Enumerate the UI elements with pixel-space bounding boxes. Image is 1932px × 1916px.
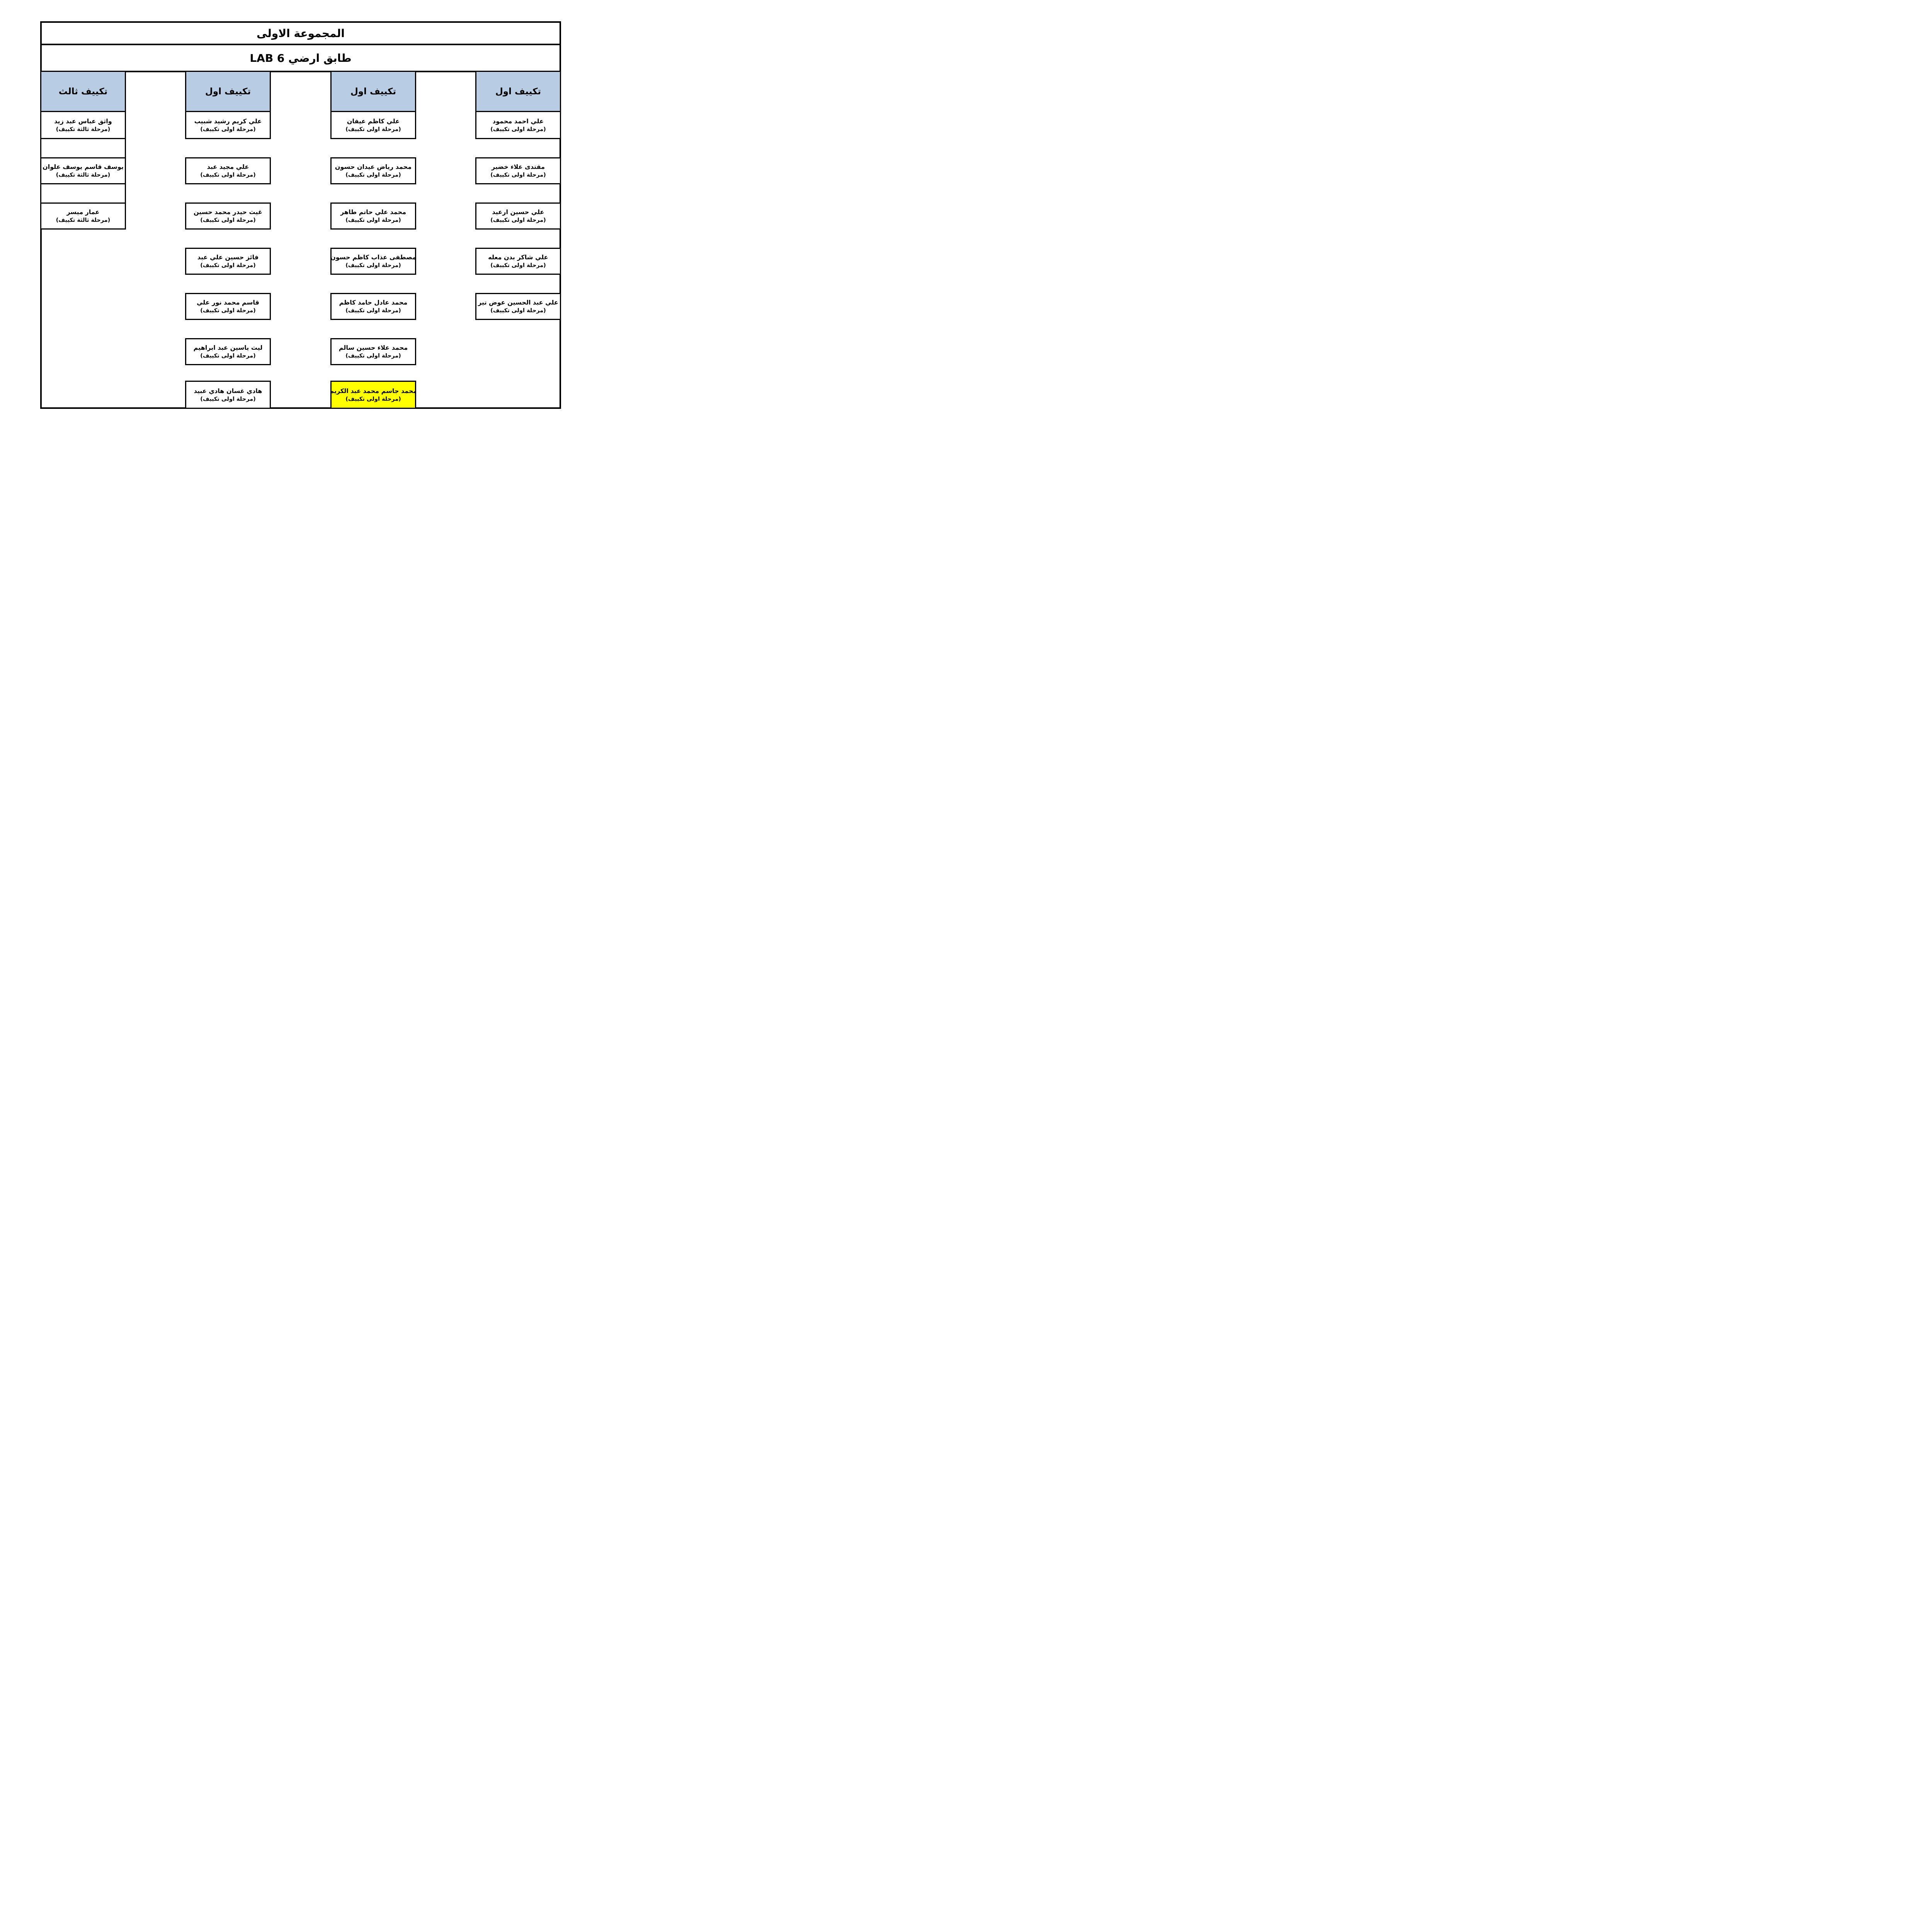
student-box: مقتدى علاء خضير (مرحلة اولى تكييف) bbox=[475, 157, 561, 184]
student-name: علي عبد الحسين عوض تير bbox=[478, 299, 558, 306]
student-name: فائز حسين علي عبد bbox=[197, 254, 259, 261]
student-stage: (مرحلة اولى تكييف) bbox=[200, 217, 256, 224]
student-name: محمد عادل حامد كاظم bbox=[339, 299, 408, 306]
student-stage: (مرحلة اولى تكييف) bbox=[490, 308, 546, 314]
student-box: علي مجيد عبد (مرحلة اولى تكييف) bbox=[185, 157, 271, 184]
student-box: علي شاكر بدن معله (مرحلة اولى تكييف) bbox=[475, 248, 561, 275]
student-box: علي احمد محمود (مرحلة اولى تكييف) bbox=[475, 111, 561, 139]
student-box: علي كريم رشيد شبيب (مرحلة اولى تكييف) bbox=[185, 111, 271, 139]
student-stage: (مرحلة اولى تكييف) bbox=[345, 126, 401, 133]
student-name: هادي غسان هادي عبيد bbox=[194, 387, 262, 395]
student-box: قاسم محمد نور علي (مرحلة اولى تكييف) bbox=[185, 293, 271, 320]
student-name: واثق عباس عبد زيد bbox=[54, 117, 112, 125]
student-box: عمار ميسر (مرحلة ثالثة تكييف) bbox=[40, 202, 126, 230]
student-name: محمد رياض عيدان حسون bbox=[335, 163, 412, 171]
student-name: علي مجيد عبد bbox=[207, 163, 249, 171]
student-name: محمد جاسم محمد عبد الكريم bbox=[330, 387, 416, 395]
student-name: علي شاكر بدن معله bbox=[488, 254, 548, 261]
student-stage: (مرحلة اولى تكييف) bbox=[345, 262, 401, 269]
student-box: هادي غسان هادي عبيد (مرحلة اولى تكييف) bbox=[185, 381, 271, 409]
student-stage: (مرحلة اولى تكييف) bbox=[490, 126, 546, 133]
student-name: علي كريم رشيد شبيب bbox=[194, 117, 262, 125]
student-name: مقتدى علاء خضير bbox=[491, 163, 545, 171]
student-box: محمد علاء حسين سالم (مرحلة اولى تكييف) bbox=[330, 338, 416, 365]
student-stage: (مرحلة اولى تكييف) bbox=[345, 308, 401, 314]
student-name: علي حسين ارعيد bbox=[492, 208, 544, 216]
student-name: علي كاظم عيفان bbox=[347, 117, 400, 125]
student-stage: (مرحلة اولى تكييف) bbox=[200, 353, 256, 359]
student-box: محمد رياض عيدان حسون (مرحلة اولى تكييف) bbox=[330, 157, 416, 184]
student-stage: (مرحلة اولى تكييف) bbox=[200, 262, 256, 269]
student-name: غيث حيدر محمد حسين bbox=[194, 208, 262, 216]
location-title: طابق ارضي LAB 6 bbox=[250, 51, 352, 65]
student-box-highlighted: محمد جاسم محمد عبد الكريم (مرحلة اولى تك… bbox=[330, 381, 416, 409]
student-stage: (مرحلة ثالثة تكييف) bbox=[56, 217, 111, 224]
student-box: ليث ياسين عبد ابراهيم (مرحلة اولى تكييف) bbox=[185, 338, 271, 365]
student-stage: (مرحلة اولى تكييف) bbox=[200, 172, 256, 179]
student-stage: (مرحلة اولى تكييف) bbox=[345, 217, 401, 224]
document-page: المجموعة الاولى طابق ارضي LAB 6 تكييف ثا… bbox=[0, 0, 603, 426]
student-name: ليث ياسين عبد ابراهيم bbox=[193, 344, 263, 352]
student-name: قاسم محمد نور علي bbox=[197, 299, 259, 306]
student-box: علي كاظم عيفان (مرحلة اولى تكييف) bbox=[330, 111, 416, 139]
column-header-third-ac: تكييف ثالث bbox=[40, 71, 126, 112]
student-name: محمد علي حاتم طاهر bbox=[340, 208, 406, 216]
column-header-first-ac-3: تكييف اول bbox=[475, 71, 561, 112]
student-box: غيث حيدر محمد حسين (مرحلة اولى تكييف) bbox=[185, 202, 271, 230]
student-stage: (مرحلة اولى تكييف) bbox=[200, 126, 256, 133]
student-stage: (مرحلة اولى تكييف) bbox=[200, 308, 256, 314]
student-stage: (مرحلة اولى تكييف) bbox=[200, 396, 256, 402]
student-box: مصطفى عذاب كاظم حسون (مرحلة اولى تكييف) bbox=[330, 248, 416, 275]
student-name: محمد علاء حسين سالم bbox=[338, 344, 408, 352]
student-stage: (مرحلة اولى تكييف) bbox=[490, 172, 546, 179]
student-name: عمار ميسر bbox=[66, 208, 100, 216]
empty-cell bbox=[40, 183, 126, 204]
empty-cell bbox=[40, 138, 126, 158]
student-name: علي احمد محمود bbox=[492, 117, 544, 125]
group-title-bar: المجموعة الاولى bbox=[40, 21, 561, 45]
student-name: مصطفى عذاب كاظم حسون bbox=[330, 254, 416, 261]
student-stage: (مرحلة ثالثة تكييف) bbox=[56, 172, 111, 179]
student-box: محمد عادل حامد كاظم (مرحلة اولى تكييف) bbox=[330, 293, 416, 320]
student-stage: (مرحلة اولى تكييف) bbox=[345, 353, 401, 359]
student-stage: (مرحلة اولى تكييف) bbox=[345, 396, 401, 402]
student-box: علي حسين ارعيد (مرحلة اولى تكييف) bbox=[475, 202, 561, 230]
location-title-bar: طابق ارضي LAB 6 bbox=[40, 44, 561, 72]
student-box: محمد علي حاتم طاهر (مرحلة اولى تكييف) bbox=[330, 202, 416, 230]
chart-frame bbox=[40, 71, 561, 409]
student-box: يوسف قاسم يوسف علوان (مرحلة ثالثة تكييف) bbox=[40, 157, 126, 184]
student-box: علي عبد الحسين عوض تير (مرحلة اولى تكييف… bbox=[475, 293, 561, 320]
student-box: فائز حسين علي عبد (مرحلة اولى تكييف) bbox=[185, 248, 271, 275]
column-header-first-ac-2: تكييف اول bbox=[330, 71, 416, 112]
student-stage: (مرحلة ثالثة تكييف) bbox=[56, 126, 111, 133]
student-name: يوسف قاسم يوسف علوان bbox=[43, 163, 124, 171]
student-stage: (مرحلة اولى تكييف) bbox=[490, 217, 546, 224]
column-header-first-ac-1: تكييف اول bbox=[185, 71, 271, 112]
student-stage: (مرحلة اولى تكييف) bbox=[490, 262, 546, 269]
student-stage: (مرحلة اولى تكييف) bbox=[345, 172, 401, 179]
group-title: المجموعة الاولى bbox=[257, 27, 345, 40]
student-box: واثق عباس عبد زيد (مرحلة ثالثة تكييف) bbox=[40, 111, 126, 139]
